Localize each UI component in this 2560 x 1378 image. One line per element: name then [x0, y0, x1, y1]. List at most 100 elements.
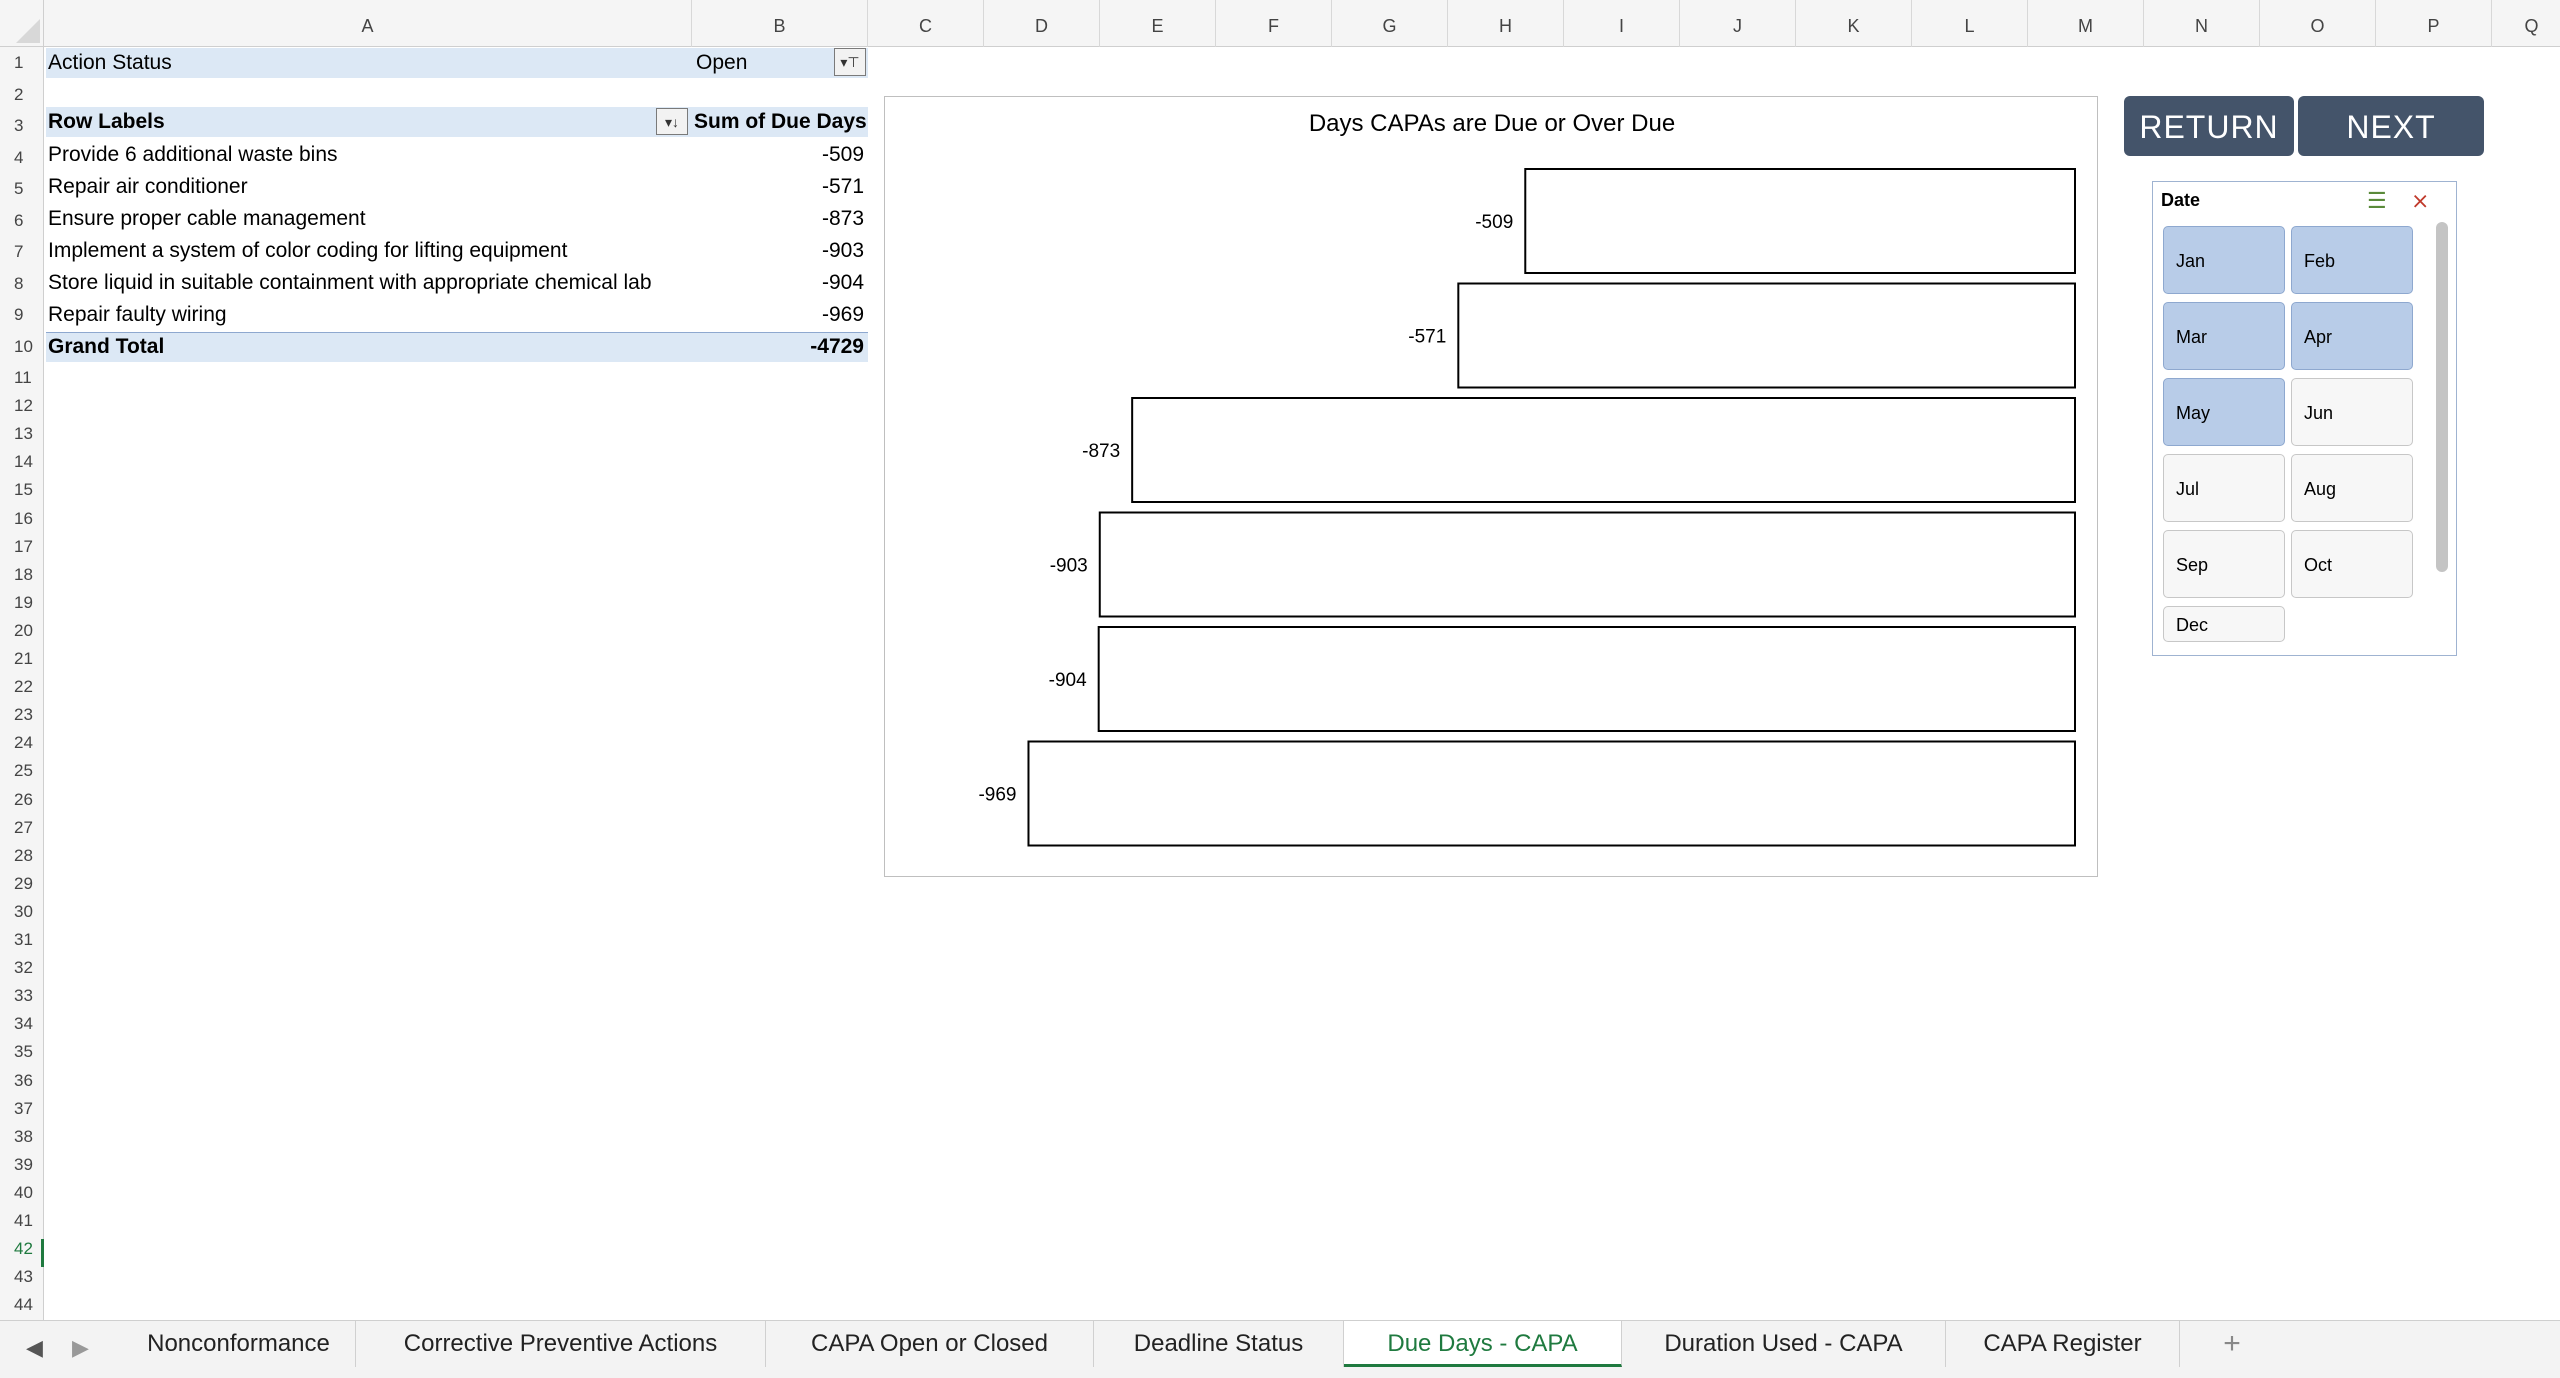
chart-bar[interactable] [1457, 282, 2076, 389]
chart-bar[interactable] [1097, 626, 2076, 732]
tab-nonconformance[interactable]: Nonconformance [122, 1321, 356, 1367]
column-header-F[interactable]: F [1216, 0, 1332, 47]
column-header-L[interactable]: L [1912, 0, 2028, 47]
filter-dropdown-icon[interactable]: ▾⊤ [834, 48, 866, 76]
slicer-item-feb[interactable]: Feb [2291, 226, 2413, 294]
column-header-N[interactable]: N [2144, 0, 2260, 47]
column-header-K[interactable]: K [1796, 0, 1912, 47]
row-header-39[interactable]: 39 [14, 1154, 33, 1174]
row-header-42[interactable]: 42 [0, 1239, 44, 1268]
row-header-35[interactable]: 35 [14, 1042, 33, 1062]
tab-capa-open-or-closed[interactable]: CAPA Open or Closed [766, 1321, 1094, 1367]
row-header-5[interactable]: 5 [14, 179, 24, 198]
due-days-chart[interactable]: Days CAPAs are Due or Over Due-509-571-8… [884, 96, 2098, 877]
row-header-14[interactable]: 14 [14, 452, 33, 472]
row-header-44[interactable]: 44 [14, 1295, 33, 1315]
slicer-item-oct[interactable]: Oct [2291, 530, 2413, 598]
column-header-H[interactable]: H [1448, 0, 1564, 47]
tab-capa-register[interactable]: CAPA Register [1946, 1321, 2180, 1367]
row-header-15[interactable]: 15 [14, 480, 33, 500]
row-header-20[interactable]: 20 [14, 620, 33, 640]
row-header-13[interactable]: 13 [14, 424, 33, 444]
row-header-43[interactable]: 43 [14, 1267, 33, 1287]
row-header-30[interactable]: 30 [14, 901, 33, 921]
slicer-item-aug[interactable]: Aug [2291, 454, 2413, 522]
clear-filter-icon[interactable]: ⨯ [2411, 188, 2430, 213]
row-header-31[interactable]: 31 [14, 930, 33, 949]
column-header-P[interactable]: P [2376, 0, 2492, 47]
sort-filter-icon[interactable]: ▾↓ [656, 108, 688, 135]
row-header-41[interactable]: 41 [14, 1211, 33, 1230]
row-header-27[interactable]: 27 [14, 817, 33, 837]
column-header-Q[interactable]: Q [2492, 0, 2560, 47]
slicer-item-dec[interactable]: Dec [2163, 606, 2285, 642]
row-header-25[interactable]: 25 [14, 761, 33, 781]
column-header-G[interactable]: G [1332, 0, 1448, 47]
add-sheet-button[interactable]: + [2223, 1327, 2241, 1360]
tab-corrective-preventive-actions[interactable]: Corrective Preventive Actions [356, 1321, 766, 1367]
row-header-11[interactable]: 11 [14, 368, 32, 387]
row-header-37[interactable]: 37 [14, 1098, 33, 1118]
row-header-38[interactable]: 38 [14, 1126, 33, 1146]
column-header-C[interactable]: C [868, 0, 984, 47]
next-button[interactable]: NEXT [2298, 96, 2484, 156]
row-header-8[interactable]: 8 [14, 273, 24, 293]
slicer-item-mar[interactable]: Mar [2163, 302, 2285, 370]
row-header-18[interactable]: 18 [14, 564, 33, 584]
chart-bar[interactable] [1131, 397, 2077, 503]
chart-bar[interactable] [1027, 740, 2077, 847]
chart-bar[interactable] [1524, 168, 2076, 274]
slicer-item-jul[interactable]: Jul [2163, 454, 2285, 522]
row-header-6[interactable]: 6 [14, 210, 24, 230]
multi-select-icon[interactable]: ☰ [2367, 188, 2387, 213]
row-header-23[interactable]: 23 [14, 705, 33, 725]
row-header-24[interactable]: 24 [14, 733, 33, 753]
column-header-O[interactable]: O [2260, 0, 2376, 47]
slicer-scrollbar[interactable] [2436, 222, 2448, 572]
slicer-item-jun[interactable]: Jun [2291, 378, 2413, 446]
row-header-36[interactable]: 36 [14, 1070, 33, 1090]
row-header-12[interactable]: 12 [14, 396, 33, 416]
slicer-item-apr[interactable]: Apr [2291, 302, 2413, 370]
row-header-16[interactable]: 16 [14, 508, 33, 528]
row-header-28[interactable]: 28 [14, 845, 33, 865]
row-header-4[interactable]: 4 [14, 147, 24, 167]
column-header-E[interactable]: E [1100, 0, 1216, 47]
column-header-J[interactable]: J [1680, 0, 1796, 47]
chart-bar[interactable] [1098, 511, 2076, 618]
row-header-34[interactable]: 34 [14, 1014, 33, 1034]
column-header-M[interactable]: M [2028, 0, 2144, 47]
tab-due-days-capa[interactable]: Due Days - CAPA [1344, 1321, 1622, 1367]
row-header-21[interactable]: 21 [14, 649, 33, 668]
row-header-32[interactable]: 32 [14, 958, 33, 978]
row-header-9[interactable]: 9 [14, 305, 24, 324]
tab-duration-used-capa[interactable]: Duration Used - CAPA [1622, 1321, 1946, 1367]
row-header-17[interactable]: 17 [14, 536, 33, 556]
column-header-I[interactable]: I [1564, 0, 1680, 47]
row-header-40[interactable]: 40 [14, 1182, 33, 1202]
column-header-D[interactable]: D [984, 0, 1100, 47]
row-header-1[interactable]: 1 [14, 53, 24, 72]
row-header-33[interactable]: 33 [14, 986, 33, 1006]
column-header-A[interactable]: A [44, 0, 692, 47]
slicer-item-sep[interactable]: Sep [2163, 530, 2285, 598]
return-button[interactable]: RETURN [2124, 96, 2294, 156]
tab-scroll-left-icon[interactable]: ◀ [26, 1335, 43, 1360]
filter-value[interactable]: Open [696, 51, 748, 74]
row-header-7[interactable]: 7 [14, 242, 24, 261]
tab-scroll-right-icon[interactable]: ▶ [72, 1335, 89, 1360]
row-header-22[interactable]: 22 [14, 677, 33, 697]
row-header-10[interactable]: 10 [14, 336, 33, 356]
select-all-corner[interactable] [0, 0, 44, 47]
slicer-item-may[interactable]: May [2163, 378, 2285, 446]
slicer-item-jan[interactable]: Jan [2163, 226, 2285, 294]
row-header-19[interactable]: 19 [14, 592, 33, 612]
row-header-3[interactable]: 3 [14, 116, 24, 135]
tab-deadline-status[interactable]: Deadline Status [1094, 1321, 1344, 1367]
row-header-26[interactable]: 26 [14, 789, 33, 809]
row-header-29[interactable]: 29 [14, 873, 33, 893]
column-header-B[interactable]: B [692, 0, 868, 47]
row-header-2[interactable]: 2 [14, 84, 24, 104]
